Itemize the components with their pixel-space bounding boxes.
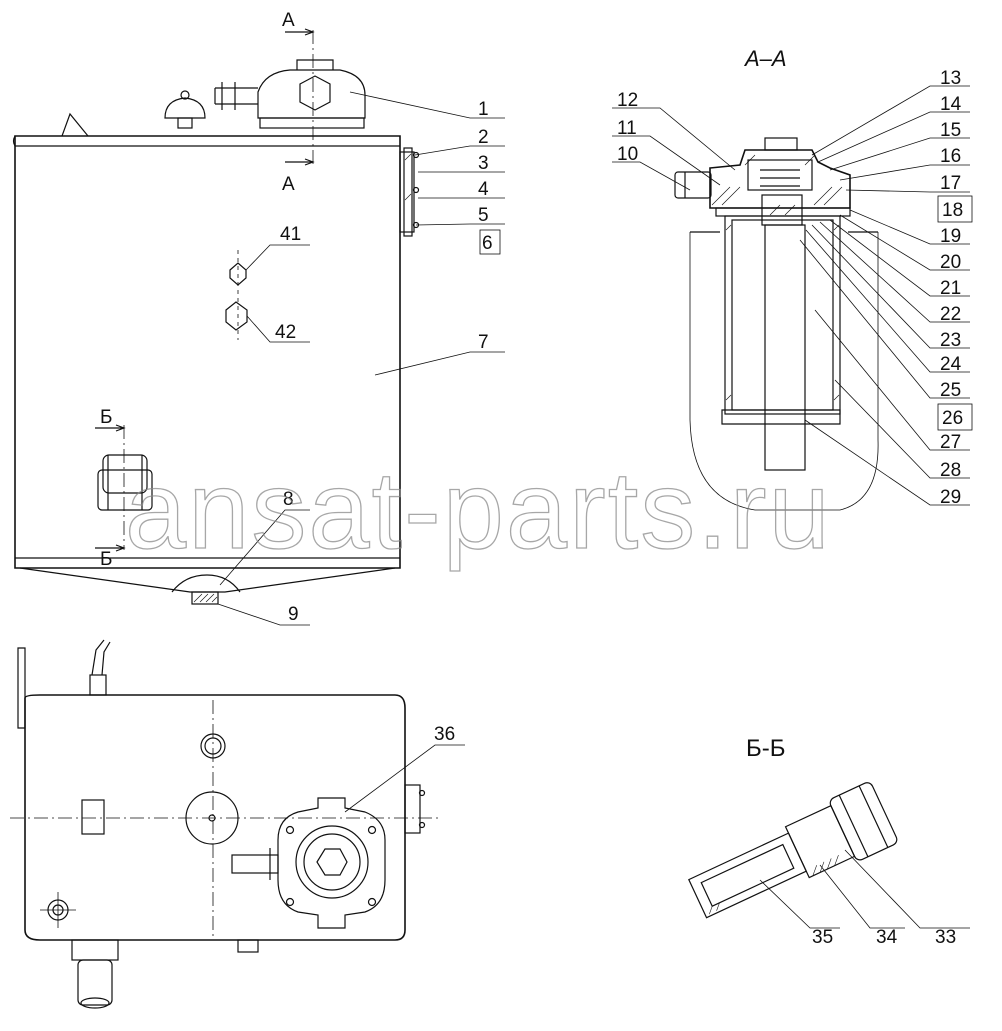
cut-label-b-top: Б bbox=[100, 407, 112, 428]
callout-12: 12 bbox=[617, 90, 638, 111]
callout-10: 10 bbox=[617, 144, 638, 165]
callout-34: 34 bbox=[876, 927, 898, 948]
callout-22: 22 bbox=[940, 304, 961, 325]
section-aa-title: A–A bbox=[743, 46, 787, 71]
callout-13: 13 bbox=[940, 68, 961, 89]
breather-cap bbox=[164, 90, 206, 129]
callout-29: 29 bbox=[940, 487, 961, 508]
section-bb-title: Б-Б bbox=[746, 735, 786, 762]
callout-3: 3 bbox=[478, 153, 489, 174]
section-a-a: A–A bbox=[612, 46, 973, 511]
callout-15: 15 bbox=[940, 120, 961, 141]
drain-plug bbox=[191, 591, 219, 605]
callout-24: 24 bbox=[940, 354, 962, 375]
callout-27: 27 bbox=[940, 432, 961, 453]
watermark: ansat-parts.ru bbox=[125, 449, 832, 572]
callout-20: 20 bbox=[940, 252, 961, 273]
suction-pipe bbox=[97, 454, 153, 511]
cut-label-b-bottom: Б bbox=[100, 549, 112, 570]
callout-5: 5 bbox=[478, 205, 489, 226]
callout-16: 16 bbox=[940, 146, 961, 167]
callout-25: 25 bbox=[940, 380, 961, 401]
callout-19: 19 bbox=[940, 226, 961, 247]
hex-plug-42 bbox=[225, 301, 248, 331]
filter-housing bbox=[214, 59, 366, 129]
callout-11: 11 bbox=[617, 118, 637, 139]
level-gauge bbox=[399, 147, 420, 237]
callout-36: 36 bbox=[434, 724, 455, 745]
cut-label-a-top: A bbox=[282, 10, 295, 31]
cut-label-a-bottom: A bbox=[282, 174, 295, 195]
callout-28: 28 bbox=[940, 460, 961, 481]
callout-41: 41 bbox=[280, 224, 301, 245]
filter-head-top bbox=[231, 797, 386, 929]
callout-26: 26 bbox=[942, 408, 963, 429]
callout-42: 42 bbox=[275, 322, 296, 343]
callout-2: 2 bbox=[478, 127, 489, 148]
callout-35: 35 bbox=[812, 927, 833, 948]
callout-17: 17 bbox=[940, 173, 961, 194]
callout-1: 1 bbox=[478, 99, 489, 120]
callout-8: 8 bbox=[283, 489, 294, 510]
front-view: A A Б Б bbox=[12, 10, 505, 626]
callout-21: 21 bbox=[940, 278, 961, 299]
callout-14: 14 bbox=[940, 94, 962, 115]
top-view: 36 bbox=[10, 639, 465, 1009]
callout-33: 33 bbox=[935, 927, 956, 948]
callout-6: 6 bbox=[482, 233, 493, 254]
callout-4: 4 bbox=[478, 179, 489, 200]
hex-plug-41 bbox=[229, 262, 247, 286]
callout-18: 18 bbox=[942, 200, 963, 221]
section-b-b: Б-Б 35 34 33 bbox=[688, 735, 970, 948]
callout-7: 7 bbox=[478, 332, 489, 353]
callout-23: 23 bbox=[940, 330, 961, 351]
callout-9: 9 bbox=[288, 604, 299, 625]
